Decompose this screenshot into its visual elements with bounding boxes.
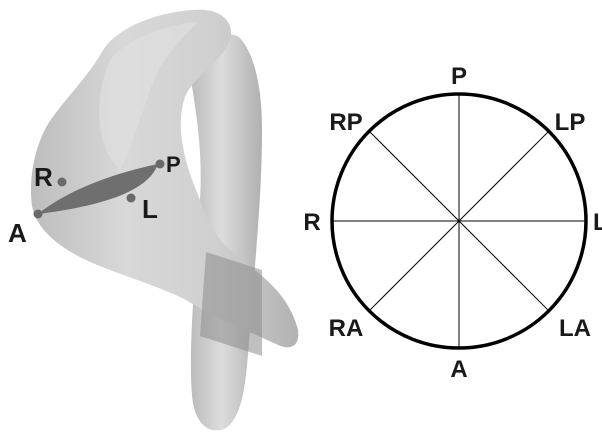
label-top-right: LP — [555, 109, 586, 136]
label-top-left: RP — [329, 109, 362, 136]
point-l-label: L — [142, 194, 158, 224]
label-left: R — [303, 209, 320, 236]
label-right: L — [593, 209, 602, 236]
point-p-label: P — [166, 152, 181, 177]
orientation-diagram: P LP L LA A RA R RP — [303, 63, 602, 383]
point-p-marker — [156, 160, 165, 169]
point-l-marker — [127, 194, 136, 203]
point-a-label: A — [8, 218, 27, 248]
label-bottom-left: RA — [329, 315, 364, 342]
point-r-marker — [58, 178, 67, 187]
label-bottom: A — [450, 356, 467, 383]
point-r-label: R — [34, 162, 53, 192]
label-top: P — [451, 63, 467, 90]
vessel-model: R A L P — [8, 10, 298, 431]
point-a-marker — [34, 210, 43, 219]
label-bottom-right: LA — [559, 315, 591, 342]
